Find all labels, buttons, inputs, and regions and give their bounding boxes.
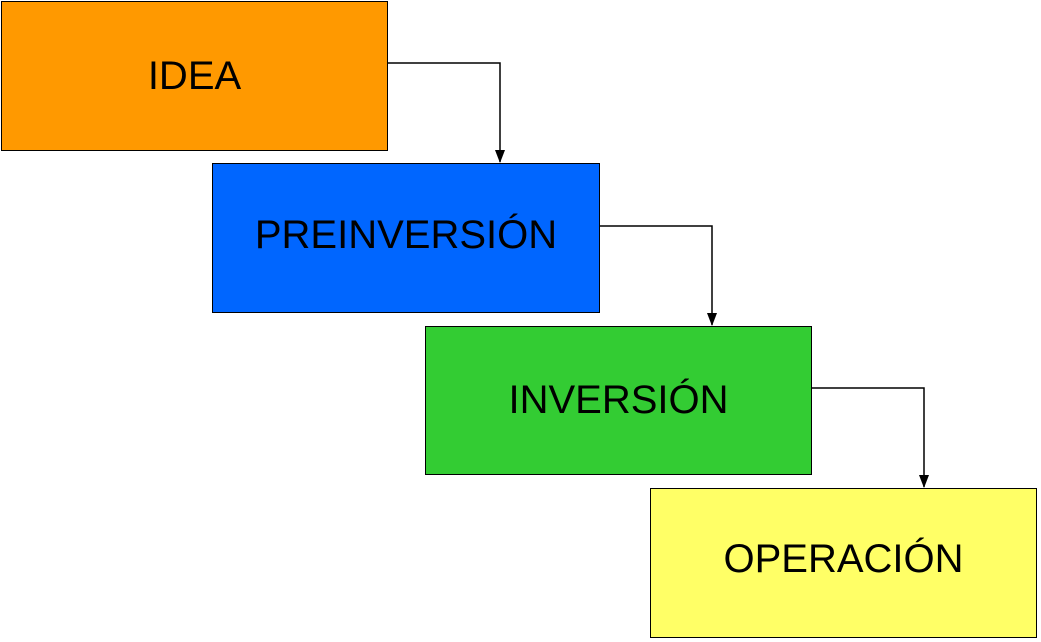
- stage-preinversion-label: PREINVERSIÓN: [254, 212, 558, 257]
- stage-operacion-label: OPERACIÓN: [723, 536, 964, 581]
- stage-idea-box: IDEA: [1, 1, 388, 151]
- connector-arrow-inversion-to-operacion: [812, 387, 925, 487]
- connector-arrow-idea-to-preinversion: [388, 62, 501, 162]
- stage-inversion-label: INVERSIÓN: [508, 378, 729, 422]
- stage-inversion-box: INVERSIÓN: [425, 326, 812, 475]
- stage-operacion-box: OPERACIÓN: [650, 488, 1037, 638]
- arrowhead-inversion-to-operacion: [919, 475, 929, 488]
- connector-arrow-preinversion-to-inversion: [600, 225, 713, 325]
- stage-preinversion-box: PREINVERSIÓN: [212, 163, 600, 313]
- arrowhead-preinversion-to-inversion: [707, 313, 717, 326]
- stage-idea-label: IDEA: [147, 53, 242, 98]
- arrowhead-idea-to-preinversion: [495, 150, 505, 163]
